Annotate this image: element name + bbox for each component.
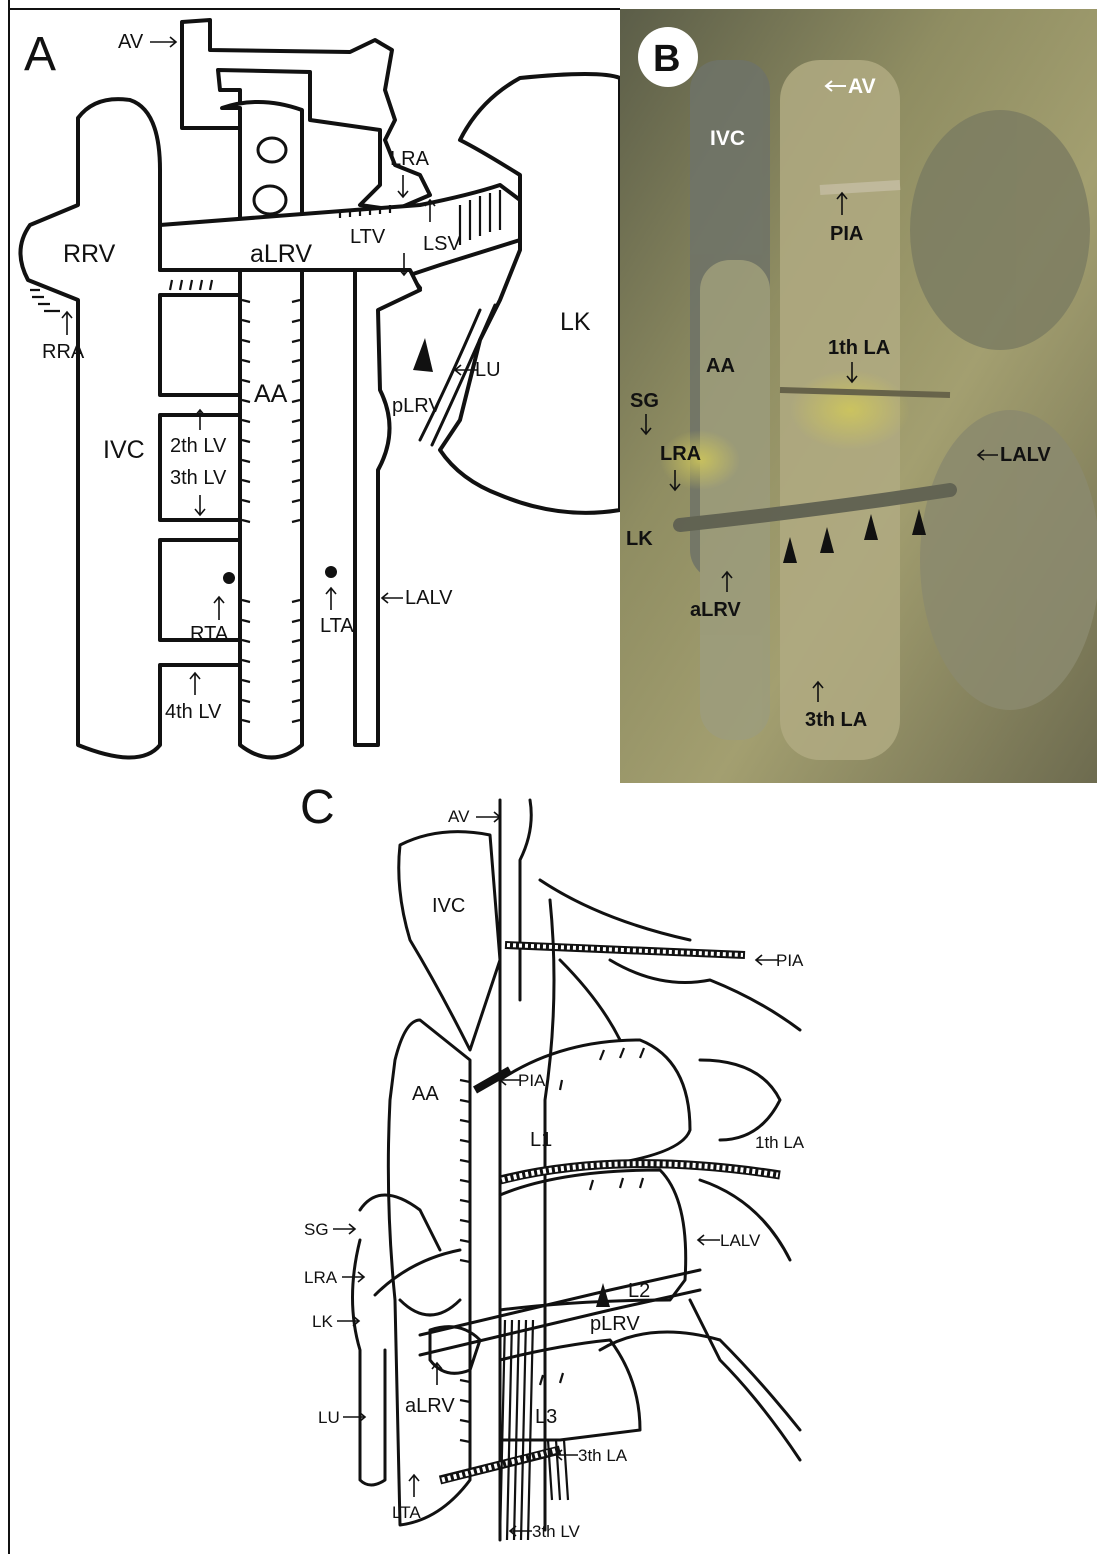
label-lu-a: LU <box>475 359 501 381</box>
label-lra-c: LRA <box>304 1268 338 1287</box>
label-lk-a: LK <box>560 308 591 336</box>
label-plrv-a: pLRV <box>392 395 442 417</box>
label-lk-b: LK <box>626 528 653 550</box>
label-ivc-c: IVC <box>432 895 465 917</box>
label-4th-lv: 4th LV <box>165 701 222 723</box>
label-l1: L1 <box>530 1129 552 1151</box>
label-sg-c: SG <box>304 1220 329 1239</box>
label-aa-b: AA <box>706 355 735 377</box>
label-lalv-c: LALV <box>720 1231 761 1250</box>
label-rrv: RRV <box>63 240 116 268</box>
label-3th-la-c: 3th LA <box>578 1446 628 1465</box>
label-1th-la-b: 1th LA <box>828 337 890 359</box>
label-1th-la-c: 1th LA <box>755 1133 805 1152</box>
label-alrv-b: aLRV <box>690 599 741 621</box>
label-av-c: AV <box>448 807 470 826</box>
label-alrv: aLRV <box>250 240 312 268</box>
label-lsv: LSV <box>423 233 461 255</box>
label-3th-la-b: 3th LA <box>805 709 867 731</box>
label-pia-c-top: PIA <box>776 951 804 970</box>
label-lta: LTA <box>320 615 354 637</box>
label-aa-c: AA <box>412 1083 439 1105</box>
label-aa-a: AA <box>254 380 288 408</box>
label-rra: RRA <box>42 341 85 363</box>
label-sg-b: SG <box>630 390 659 412</box>
label-l2: L2 <box>628 1280 650 1302</box>
label-av: AV <box>118 31 144 53</box>
left-testicular-artery-origin <box>325 566 337 578</box>
panel-c-letter: C <box>300 781 335 834</box>
panel-b: B AV IVC PIA AA 1th LA SG LRA LALV LK aL… <box>620 9 1097 783</box>
label-lalv-b: LALV <box>1000 444 1051 466</box>
label-pia-c-mid: PIA <box>518 1071 546 1090</box>
label-pia-b: PIA <box>830 223 863 245</box>
label-ivc-b: IVC <box>710 127 745 150</box>
right-testicular-artery-origin <box>223 572 235 584</box>
label-lu-c: LU <box>318 1408 340 1427</box>
label-plrv-c: pLRV <box>590 1313 640 1335</box>
label-alrv-c: aLRV <box>405 1395 455 1417</box>
label-2th-lv: 2th LV <box>170 435 227 457</box>
label-ivc-a: IVC <box>103 436 145 464</box>
label-l3: L3 <box>535 1406 557 1428</box>
label-3th-lv-c: 3th LV <box>532 1522 581 1541</box>
label-lk-c: LK <box>312 1312 333 1331</box>
panel-b-letter: B <box>653 38 680 80</box>
label-av-b: AV <box>848 75 876 98</box>
label-rta: RTA <box>190 623 229 645</box>
panel-a-letter: A <box>24 28 56 81</box>
label-3th-lv: 3th LV <box>170 467 227 489</box>
label-lta-c: LTA <box>392 1503 421 1522</box>
label-ltv: LTV <box>350 226 386 248</box>
label-lra-b: LRA <box>660 443 701 465</box>
label-lalv-a: LALV <box>405 587 453 609</box>
label-lra: LRA <box>390 148 430 170</box>
